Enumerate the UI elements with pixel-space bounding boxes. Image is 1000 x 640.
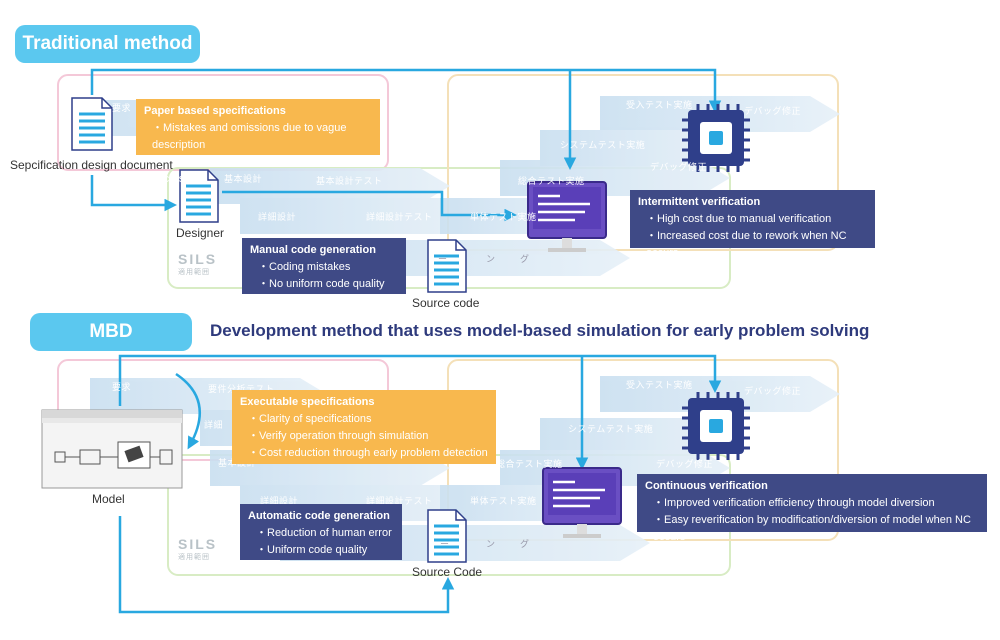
v-label-coding-4: グ (520, 539, 530, 549)
mbd-arrows (118, 354, 722, 614)
callout-item: Uniform code quality (256, 542, 394, 559)
callout-item: Reduction of human error (256, 525, 394, 542)
sils-title: SILS (178, 536, 218, 552)
mbd-monitor-icon (542, 467, 622, 538)
source-code-document-icon (427, 239, 467, 293)
callout-title: Automatic code generation (248, 510, 390, 522)
automatic-code-callout: Automatic code generation Reduction of h… (240, 504, 402, 560)
v-label-integration-test: 総合テスト実施 (518, 176, 585, 186)
v-label-spec-test: 要件分析テスト (208, 384, 275, 394)
callout-title: Continuous verification (645, 480, 768, 492)
v-label-unit-test: 単体テスト実施 (470, 496, 537, 506)
v-label-debug-fix-2: デバッグ修正 (656, 459, 714, 469)
model-window-icon (41, 409, 183, 489)
v-label-requirements: 要求 (112, 382, 132, 392)
chip-icon (682, 104, 750, 172)
callout-title: Executable specifications (240, 396, 375, 408)
designer-caption: Designer (176, 226, 225, 240)
v-label-system-test: システムテスト実施 (560, 140, 646, 150)
model-caption: Model (92, 492, 125, 506)
v-label-debug-fix-2: デバッグ修正 (650, 162, 708, 172)
mbd-chip-icon (682, 392, 750, 460)
callout-item: No uniform code quality (258, 276, 398, 293)
trad-frame-tan (447, 74, 839, 251)
v-label-acceptance-test: 受入テスト実施 (626, 100, 693, 110)
callout-item: Cost reduction through early problem det… (248, 445, 488, 462)
trad-arrows (90, 68, 722, 222)
callout-item: Improved verification efficiency through… (653, 495, 979, 512)
v-label-integration-test: 総合テスト実施 (496, 459, 563, 469)
mbd-source-code-document-icon (427, 509, 467, 563)
mbd-source-code-caption: Source Code (412, 565, 483, 579)
intermittent-verification-callout: Intermittent verification High cost due … (630, 190, 875, 259)
v-label-detail-design: 詳細設計 (258, 212, 297, 222)
spec-doc-caption: Sepcification design document (10, 158, 173, 172)
sils-label: SILS 適用範囲 (178, 251, 217, 277)
v-label-coding-3: ン (486, 254, 496, 264)
v-label-debug-fix: デバッグ修正 (744, 386, 802, 396)
callout-item: Easy reverification by modification/dive… (653, 512, 979, 546)
v-label-detail: 詳細 (204, 420, 224, 430)
callout-title: Intermittent verification (638, 196, 761, 208)
callout-item: Verify operation through simulation (248, 428, 488, 445)
mbd-sils-label: SILS 適用範囲 (178, 536, 217, 562)
manual-code-callout: Manual code generation Coding mistakes N… (242, 238, 406, 294)
callout-item: Increased cost due to rework when NC occ… (646, 228, 867, 262)
paper-spec-callout: Paper based specifications Mistakes and … (136, 99, 380, 185)
callout-item: Increased cost due to rework when NC occ… (152, 154, 372, 188)
v-label-system-test: システムテスト実施 (568, 424, 654, 434)
callout-item: Clarity of specifications (248, 411, 488, 428)
traditional-method-label: Traditional method (15, 25, 200, 63)
mbd-label: MBD (30, 313, 192, 351)
v-label-acceptance-test: 受入テスト実施 (626, 380, 693, 390)
v-label-coding-2: ー (440, 539, 450, 549)
v-label-detail-design-test: 詳細設計テスト (366, 212, 433, 222)
v-label-coding-3: ン (486, 539, 496, 549)
v-label-coding-4: グ (520, 254, 530, 264)
executable-spec-callout: Executable specifications Clarity of spe… (232, 390, 496, 464)
continuous-verification-callout: Continuous verification Improved verific… (637, 474, 987, 543)
source-code-caption: Source code (412, 296, 480, 310)
sils-subtitle: 適用範囲 (178, 554, 210, 561)
callout-item: Mistakes and omissions due to vague desc… (152, 120, 372, 154)
v-label-detail-design: 詳細設計 (260, 496, 299, 506)
v-label-unit-test: 単体テスト実施 (470, 212, 537, 222)
v-label-debug-fix: デバッグ修正 (744, 106, 802, 116)
v-label-coding-2: ー (438, 254, 448, 264)
document-icon (71, 97, 113, 151)
callout-title: Paper based specifications (144, 105, 286, 117)
v-label-detail-design-test: 詳細設計テスト (366, 496, 433, 506)
sils-title: SILS (178, 251, 218, 267)
sils-subtitle: 適用範囲 (178, 269, 210, 276)
callout-title: Manual code generation (250, 244, 376, 256)
callout-item: High cost due to manual verification (646, 211, 867, 228)
callout-item: Coding mistakes (258, 259, 398, 276)
v-label-requirements: 要求 (112, 103, 132, 113)
mbd-heading: Development method that uses model-based… (210, 321, 870, 340)
monitor-icon (527, 181, 607, 252)
